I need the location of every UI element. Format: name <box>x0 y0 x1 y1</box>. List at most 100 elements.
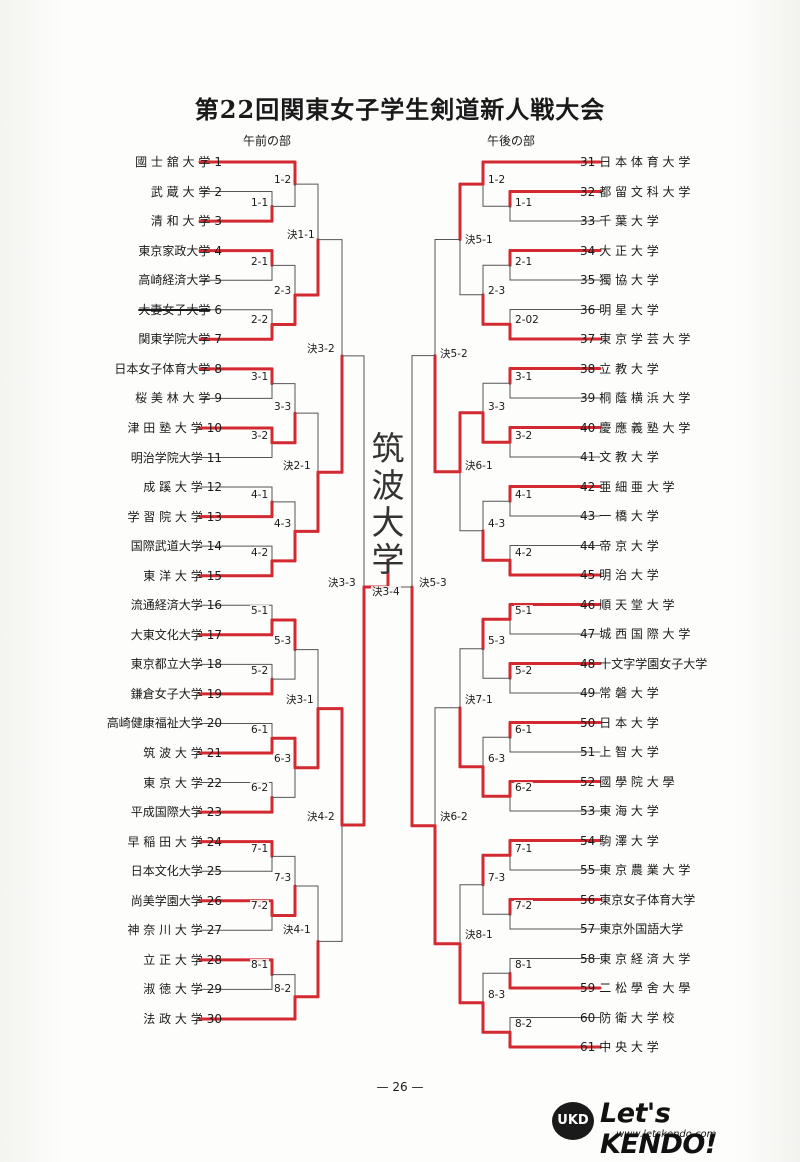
team-name: 関東学院大学 <box>138 332 211 347</box>
team-number: 42 <box>580 479 596 494</box>
match-label: 7-3 <box>273 872 293 884</box>
match-label: 8-1 <box>250 959 270 971</box>
team-name: 武 蔵 大 学 <box>150 184 211 199</box>
team-name: 大 正 大 学 <box>599 243 659 258</box>
team-number: 58 <box>580 951 596 966</box>
team-number: 61 <box>580 1040 596 1054</box>
match-label: 6-3 <box>487 753 507 765</box>
match-label: 5-3 <box>273 635 293 647</box>
match-label: 8-3 <box>487 989 507 1001</box>
team-name: 日本文化大学 <box>130 864 203 879</box>
team-name: 一 橋 大 学 <box>599 509 659 523</box>
team-number: 29 <box>206 982 222 997</box>
team-number: 20 <box>206 716 222 731</box>
match-label: 決3-4 <box>371 586 401 598</box>
team-name: 日本女子体育大学 <box>114 361 211 376</box>
logo-brand: Let's KENDO! <box>600 1098 717 1160</box>
match-label: 決2-1 <box>282 460 312 472</box>
match-label: 2-3 <box>273 285 293 297</box>
match-label: 3-3 <box>487 401 507 413</box>
team-name: 常 磐 大 学 <box>599 686 659 700</box>
team-number: 23 <box>206 805 222 820</box>
team-number: 52 <box>580 774 596 789</box>
match-label: 3-1 <box>250 371 270 383</box>
team-number: 32 <box>580 184 596 199</box>
team-name: 二 松 學 舍 大 學 <box>599 981 691 995</box>
team-name: 城 西 国 際 大 学 <box>599 627 691 641</box>
team-name: 学 習 院 大 学 <box>127 509 203 524</box>
match-label: 2-3 <box>487 285 507 297</box>
team-name: 東京都立大学 <box>130 657 203 672</box>
team-number: 54 <box>580 833 596 848</box>
team-name: 國 士 舘 大 学 <box>135 155 211 169</box>
match-label: 決3-1 <box>285 694 315 706</box>
match-label: 7-2 <box>514 900 534 912</box>
team-name: 東 海 大 学 <box>599 804 659 818</box>
team-number: 5 <box>214 273 222 288</box>
match-label: 6-2 <box>514 782 534 794</box>
team-name: 津 田 塾 大 学 <box>127 420 203 435</box>
match-label: 7-1 <box>250 843 270 855</box>
team-name: 大東文化大学 <box>130 627 203 642</box>
team-number: 19 <box>206 686 222 701</box>
team-name: 東 京 農 業 大 学 <box>599 863 691 877</box>
team-name: 帝 京 大 学 <box>599 538 659 553</box>
team-number: 45 <box>580 568 596 582</box>
team-number: 17 <box>206 627 222 642</box>
team-number: 11 <box>206 450 222 465</box>
team-number: 44 <box>580 538 596 553</box>
watermark-logo: UKD Let's KENDO! www.letskendo.com <box>552 1098 788 1160</box>
team-name: 筑 波 大 学 <box>143 746 203 760</box>
match-label: 5-2 <box>250 665 270 677</box>
match-label: 決1-1 <box>286 229 316 241</box>
team-name: 駒 澤 大 学 <box>599 833 659 848</box>
team-name: 千 葉 大 学 <box>599 214 659 228</box>
team-name: 成 蹊 大 学 <box>143 480 203 495</box>
team-number: 15 <box>206 568 222 583</box>
handwritten-winner: 筑 波 大 学 <box>368 430 408 578</box>
match-label: 決6-2 <box>439 811 469 823</box>
team-number: 18 <box>206 657 222 672</box>
match-label: 1-1 <box>514 197 534 209</box>
team-number: 50 <box>580 715 596 730</box>
page-title: 第22回関東女子学生剣道新人戦大会 <box>194 95 606 124</box>
match-label: 2-02 <box>514 314 540 326</box>
team-name: 東 京 学 芸 大 学 <box>599 332 691 346</box>
match-label: 2-1 <box>514 256 534 268</box>
match-label: 4-3 <box>273 518 293 530</box>
team-name: 尚美学園大学 <box>130 893 203 908</box>
team-number: 27 <box>206 923 222 938</box>
team-number: 51 <box>580 745 596 759</box>
handwritten-char: 学 <box>371 540 405 579</box>
handwritten-char: 波 <box>371 466 405 505</box>
team-number: 53 <box>580 804 596 818</box>
match-label: 8-2 <box>273 983 293 995</box>
team-name: 上 智 大 学 <box>599 745 659 759</box>
team-number: 30 <box>206 1011 222 1026</box>
match-label: 6-2 <box>250 782 270 794</box>
